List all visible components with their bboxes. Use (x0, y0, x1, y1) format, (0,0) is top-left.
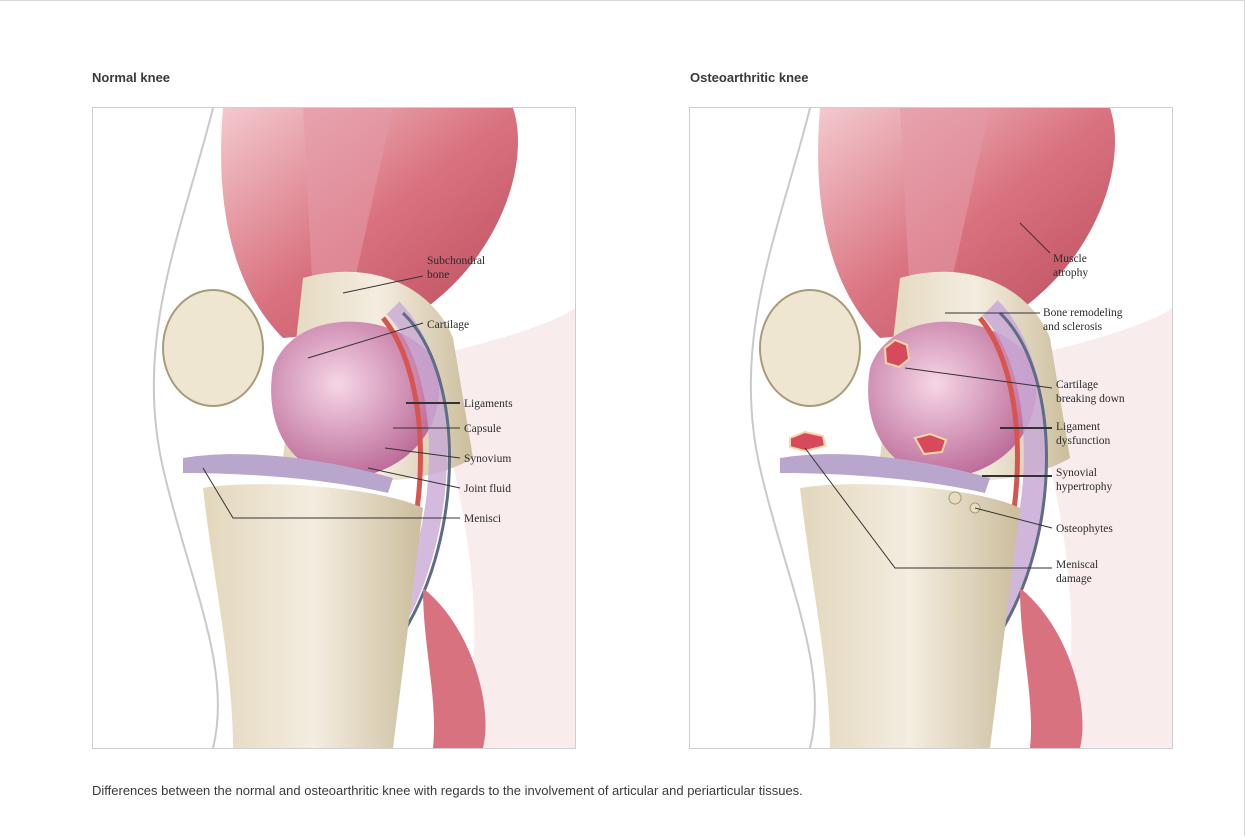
tibia (800, 484, 1020, 748)
label-capsule: Capsule (464, 423, 501, 435)
figure-caption: Differences between the normal and osteo… (92, 783, 803, 798)
label-menisci: Menisci (464, 513, 501, 525)
label-synovium: Synovium (464, 453, 511, 465)
cartilage-lesion (885, 340, 909, 367)
label-osteophytes: Osteophytes (1056, 523, 1113, 535)
skin-outline (154, 108, 218, 748)
label-cartilage: Cartilage (427, 319, 469, 331)
patella (760, 290, 860, 406)
label-joint-fluid: Joint fluid (464, 483, 511, 495)
skin-outline (751, 108, 815, 748)
tibia (203, 484, 423, 748)
osteophyte (949, 492, 961, 504)
meniscal-lesion (790, 432, 825, 451)
patella (163, 290, 263, 406)
oa-knee-title: Osteoarthritic knee (690, 70, 809, 85)
normal-knee-title: Normal knee (92, 70, 170, 85)
label-ligaments: Ligaments (464, 398, 513, 410)
